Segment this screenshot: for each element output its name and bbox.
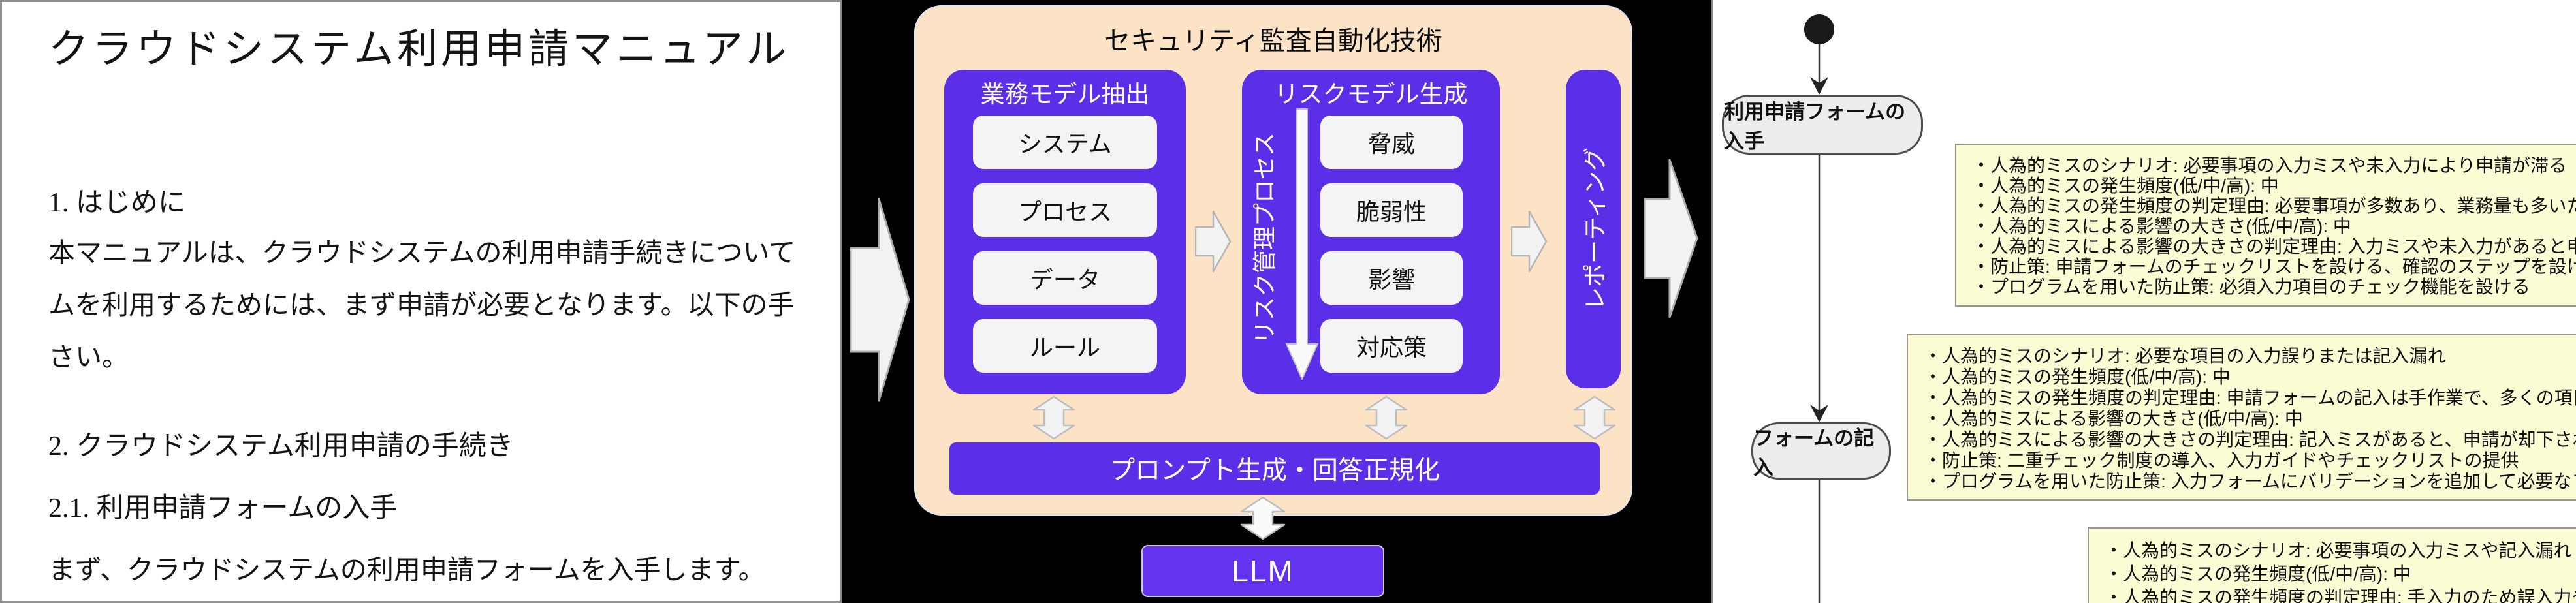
business-model-group: 業務モデル抽出 システム プロセス データ ルール bbox=[944, 70, 1186, 394]
note-line: ・人為的ミスによる影響の大きさ(低/中/高): 中 bbox=[1972, 216, 2351, 236]
paragraph-line: サイトからダウンロードできます。 bbox=[48, 596, 840, 603]
risk-process-down-arrow-icon bbox=[1286, 108, 1318, 380]
updown-arrow-icon bbox=[1573, 395, 1616, 440]
risk-process-label-wrap: リスク管理プロセス bbox=[1242, 108, 1284, 369]
document-title: クラウドシステム利用申請マニュアル bbox=[48, 27, 790, 72]
note-line: ・防止策: 二重チェック制度の導入、入力ガイドやチェックリストの提供 bbox=[1924, 450, 2519, 471]
automation-container: セキュリティ監査自動化技術 業務モデル抽出 システム プロセス データ ルール … bbox=[914, 5, 1632, 516]
item-process: プロセス bbox=[973, 183, 1157, 237]
note-line: ・人為的ミスの発生頻度の判定理由: 申請フォームの記入は手作業で、多くの項目を記 bbox=[1924, 388, 2576, 408]
updown-arrow-icon bbox=[1365, 395, 1408, 440]
document-panel: クラウドシステム利用申請マニュアル 1. はじめに 本マニュアルは、クラウドシス… bbox=[0, 0, 842, 603]
paragraph-line: 本マニュアルは、クラウドシステムの利用申請手続きについて bbox=[48, 238, 796, 268]
risk-model-header: リスクモデル生成 bbox=[1274, 81, 1468, 108]
note-line: ・人為的ミスの発生頻度(低/中/高): 中 bbox=[1924, 367, 2231, 387]
updown-arrow-icon bbox=[1032, 395, 1075, 440]
section-heading-hajimeni: 1. はじめに bbox=[48, 188, 186, 219]
flow-arrow-icon bbox=[1195, 210, 1232, 273]
item-vulnerability: 脆弱性 bbox=[1320, 183, 1463, 237]
risk-model-group: リスクモデル生成 リスク管理プロセス 脅威 脆弱性 影響 対応策 bbox=[1242, 70, 1500, 394]
item-threat: 脅威 bbox=[1320, 116, 1463, 169]
big-input-arrow-icon bbox=[850, 198, 910, 402]
arrowhead-icon bbox=[1810, 77, 1828, 95]
note-line: ・防止策: 申請フォームのチェックリストを設ける、確認のステップを設ける bbox=[1972, 256, 2576, 277]
activity-panel: 利用申請フォームの入手 フォームの記入 ・人為的ミスのシナリオ: 必要事項の入力… bbox=[1711, 0, 2576, 603]
note-line: ・人為的ミスのシナリオ: 必要な項目の入力誤りまたは記入漏れ bbox=[1924, 346, 2446, 366]
risk-model-items: 脅威 脆弱性 影響 対応策 bbox=[1320, 108, 1463, 382]
big-output-arrow-icon bbox=[1644, 159, 1698, 318]
note-line: ・人為的ミスの発生頻度(低/中/高): 中 bbox=[1972, 176, 2279, 196]
flow-arrow-icon bbox=[1511, 210, 1548, 273]
section-heading-tetsuzuki: 2. クラウドシステム利用申請の手続き bbox=[48, 431, 514, 462]
paragraph-line: ムを利用するためには、まず申請が必要となります。以下の手 bbox=[48, 290, 795, 320]
risk-note-3: ・人為的ミスのシナリオ: 必要事項の入力ミスや記入漏れ ・人為的ミスの発生頻度(… bbox=[2088, 527, 2576, 603]
note-line: ・人為的ミスのシナリオ: 必要事項の入力ミスや未入力により申請が滞る bbox=[1972, 155, 2568, 176]
risk-process-label: リスク管理プロセス bbox=[1251, 132, 1279, 345]
llm-box: LLM bbox=[1141, 545, 1384, 597]
reporting-group: レポーティング bbox=[1566, 70, 1621, 388]
note-line: ・人為的ミスによる影響の大きさ(低/中/高): 中 bbox=[1924, 409, 2303, 429]
risk-note-2: ・人為的ミスのシナリオ: 必要な項目の入力誤りまたは記入漏れ ・人為的ミスの発生… bbox=[1907, 334, 2576, 501]
paragraph-line: さい。 bbox=[48, 342, 129, 373]
note-line: ・プログラムを用いた防止策: 必須入力項目のチェック機能を設ける bbox=[1972, 277, 2530, 297]
prompt-normalization-bar: プロンプト生成・回答正規化 bbox=[949, 442, 1600, 495]
note-line: ・人為的ミスの発生頻度の判定理由: 必要事項が多数あり、業務量も多いためミ bbox=[1972, 196, 2576, 216]
section-heading-form-nyushu: 2.1. 利用申請フォームの入手 bbox=[48, 493, 398, 524]
paragraph-form: まず、クラウドシステムの利用申請フォームを入手します。 サイトからダウンロードで… bbox=[48, 544, 840, 603]
activity-node-form-entry: フォームの記入 bbox=[1751, 422, 1891, 480]
note-line: ・人為的ミスのシナリオ: 必要事項の入力ミスや記入漏れ bbox=[2105, 540, 2572, 561]
business-model-items: システム プロセス データ ルール bbox=[944, 108, 1186, 373]
risk-model-body: リスク管理プロセス 脅威 脆弱性 影響 対応策 bbox=[1242, 108, 1500, 382]
item-rule: ルール bbox=[973, 319, 1157, 373]
start-node-icon bbox=[1804, 14, 1834, 44]
note-line: ・人為的ミスの発生頻度(低/中/高): 中 bbox=[2105, 564, 2411, 584]
note-line: ・人為的ミスによる影響の大きさの判定理由: 記入ミスがあると、申請が却下されたり bbox=[1924, 429, 2576, 450]
activity-node-form-acquisition: 利用申請フォームの入手 bbox=[1722, 95, 1923, 155]
activity-flow-lines bbox=[1804, 14, 1834, 603]
reporting-label: レポーティング bbox=[1582, 147, 1608, 311]
paragraph-line: まず、クラウドシステムの利用申請フォームを入手します。 bbox=[48, 555, 765, 585]
diagram-title: セキュリティ監査自動化技術 bbox=[1104, 27, 1442, 55]
item-data: データ bbox=[973, 251, 1157, 305]
item-countermeasure: 対応策 bbox=[1320, 319, 1463, 373]
risk-note-1: ・人為的ミスのシナリオ: 必要事項の入力ミスや未入力により申請が滞る ・人為的ミ… bbox=[1955, 144, 2576, 307]
diagram-panel: セキュリティ監査自動化技術 業務モデル抽出 システム プロセス データ ルール … bbox=[842, 0, 1711, 603]
note-line: ・人為的ミスの発生頻度の判定理由: 手入力のため誤入力や確認 bbox=[2105, 587, 2576, 603]
note-line: ・プログラムを用いた防止策: 入力フォームにバリデーションを追加して必要なフィー bbox=[1924, 471, 2576, 491]
paragraph-intro: 本マニュアルは、クラウドシステムの利用申請手続きについて ムを利用するためには、… bbox=[48, 226, 840, 383]
business-model-header: 業務モデル抽出 bbox=[980, 81, 1150, 108]
llm-updown-arrow-icon bbox=[1240, 496, 1286, 540]
item-impact: 影響 bbox=[1320, 251, 1463, 305]
item-system: システム bbox=[973, 116, 1157, 169]
note-line: ・人為的ミスによる影響の大きさの判定理由: 入力ミスや未入力があると申請手 bbox=[1972, 236, 2576, 256]
arrowhead-icon bbox=[1810, 405, 1828, 422]
